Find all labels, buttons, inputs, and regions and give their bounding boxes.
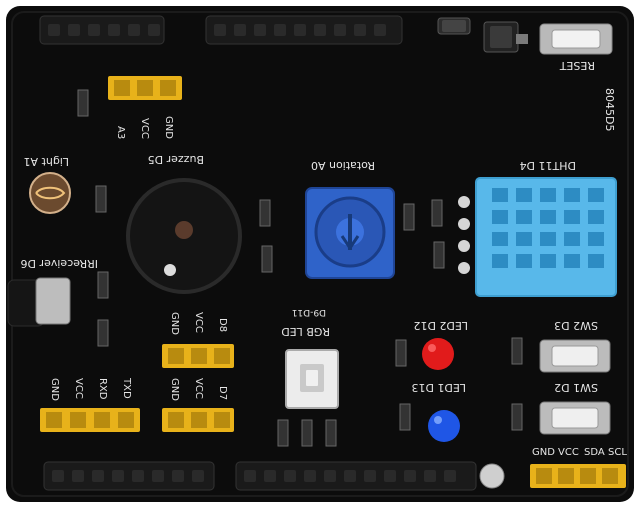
buzzer-label: Buzzer D5 bbox=[148, 153, 204, 166]
rgb-led bbox=[285, 349, 339, 409]
mounting-hole bbox=[479, 463, 505, 489]
dht-label: DHT11 D4 bbox=[520, 159, 576, 172]
blue-led bbox=[428, 410, 460, 442]
header-d7 bbox=[162, 408, 234, 432]
push-button-sw1 bbox=[539, 401, 611, 435]
top-arduino-pins-right bbox=[205, 15, 403, 45]
label-scl: SCL bbox=[608, 447, 627, 458]
header-i2c bbox=[530, 464, 626, 488]
label-gnd-d7: GND bbox=[169, 378, 180, 401]
led2-label: LED2 D12 bbox=[413, 319, 468, 332]
red-led bbox=[422, 338, 454, 370]
label-vcc-d7: VCC bbox=[193, 378, 204, 399]
buzzer bbox=[126, 178, 242, 294]
top-arduino-pins-left bbox=[39, 15, 165, 45]
label-sda: SDA bbox=[584, 447, 605, 458]
label-gnd-uart: GND bbox=[49, 378, 60, 401]
rotation-label: Rotation A0 bbox=[311, 159, 375, 172]
sw2-label: SW2 D3 bbox=[554, 319, 598, 332]
label-a3: A3 bbox=[115, 126, 126, 139]
rgb-pins: D9-D11 bbox=[292, 307, 326, 317]
label-gnd-top: GND bbox=[163, 116, 174, 139]
label-d7: D7 bbox=[217, 386, 228, 400]
sw1-label: SW1 D2 bbox=[554, 381, 598, 394]
board-code: 8045D5 bbox=[603, 88, 616, 131]
header-uart bbox=[40, 408, 140, 432]
label-d8: D8 bbox=[217, 318, 228, 332]
ir-receiver bbox=[7, 277, 71, 327]
ir-label: IRReceiver D6 bbox=[21, 257, 98, 270]
potentiometer bbox=[305, 187, 395, 279]
push-button-sw2 bbox=[539, 339, 611, 373]
label-vcc-d8: VCC bbox=[193, 312, 204, 333]
label-rxd: RXD bbox=[97, 378, 108, 400]
label-gnd-d8: GND bbox=[169, 312, 180, 335]
dht11-sensor bbox=[475, 177, 617, 297]
bottom-arduino-pins-left bbox=[43, 461, 215, 491]
reset-label: RESET bbox=[559, 59, 595, 72]
led1-label: LED1 D13 bbox=[411, 381, 466, 394]
rgb-title: RGB LED bbox=[281, 325, 330, 338]
light-label: Light A1 bbox=[24, 155, 69, 168]
label-gnd-i2c: GND bbox=[532, 447, 555, 458]
label-txd: TXD bbox=[121, 377, 132, 399]
label-vcc-i2c: VCC bbox=[558, 447, 579, 458]
header-a3-vcc-gnd bbox=[108, 76, 182, 100]
light-sensor bbox=[29, 172, 71, 214]
reset-button bbox=[539, 23, 613, 55]
smd-components bbox=[77, 89, 523, 447]
label-vcc-top: VCC bbox=[139, 118, 150, 139]
header-d8 bbox=[162, 344, 234, 368]
label-vcc-uart: VCC bbox=[73, 378, 84, 399]
bottom-arduino-pins-right bbox=[235, 461, 477, 491]
